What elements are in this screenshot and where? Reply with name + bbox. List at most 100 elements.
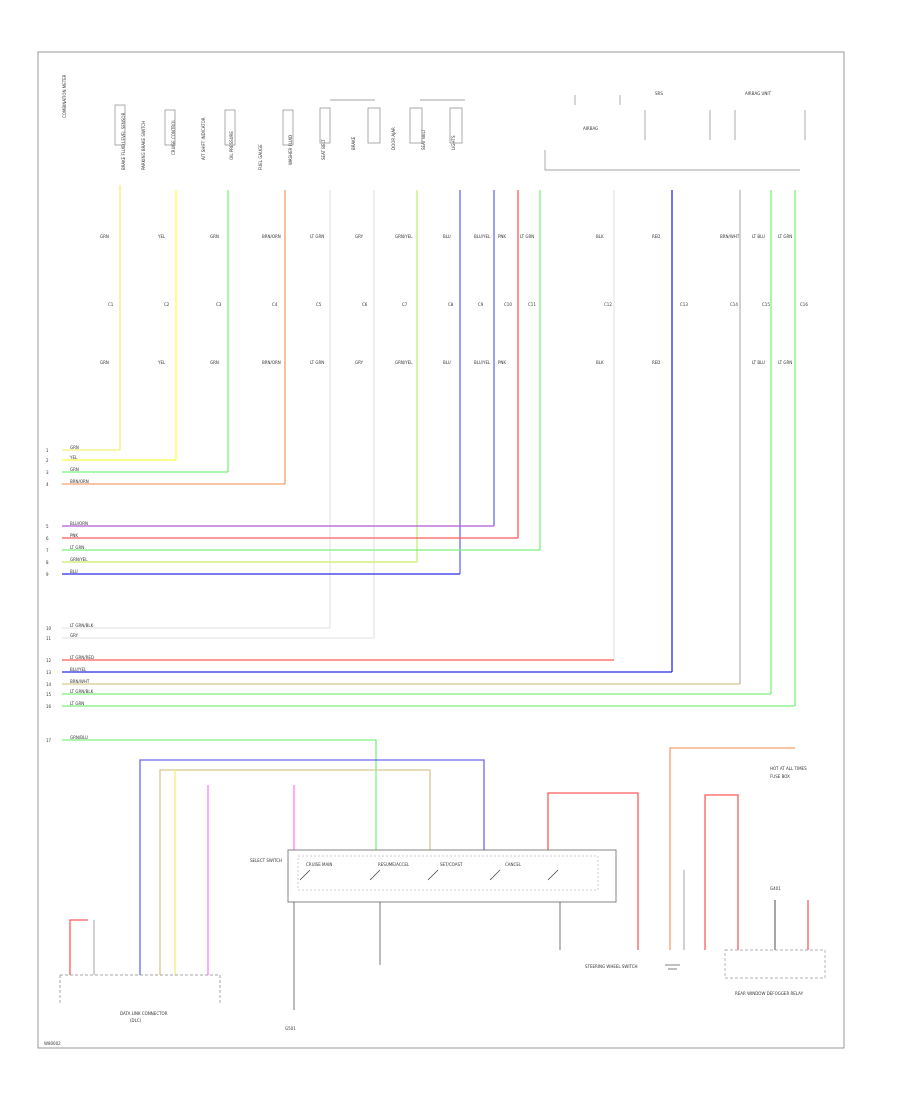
bus-text-3: GRN — [70, 467, 79, 472]
bus-pin-1: 1 — [46, 448, 49, 453]
horizontal-bus — [62, 449, 795, 707]
left-connector-sub: (DLC) — [130, 1018, 142, 1023]
top-label-14: AIRBAG — [583, 126, 598, 131]
top-connectors — [114, 95, 806, 171]
switch-contact-5 — [547, 869, 559, 881]
bus-text-7: LT GRN — [70, 545, 84, 550]
right-ground-symbol — [665, 964, 680, 970]
top-label-8: WASHER FLUID — [288, 135, 293, 165]
wire-label-r1-9: BLU/YEL — [474, 234, 491, 239]
wire-label-r1-15: LT BLU — [752, 234, 765, 239]
wire-label-r2-16: C16 — [800, 302, 808, 307]
switch-module: SELECT SWITCH CRUISE MAIN RESUME/ACCEL S… — [250, 849, 638, 1031]
switch-module-box — [287, 849, 617, 903]
switch-label-2: RESUME/ACCEL — [378, 862, 410, 867]
wire-label-r1-11: LT GRN — [520, 234, 534, 239]
connector-box-6 — [367, 107, 381, 144]
ground-label: G501 — [285, 1026, 296, 1031]
wire-label-r1-2: YEL — [157, 234, 166, 239]
bus-text-14: BRN/WHT — [70, 679, 90, 684]
bus-pin-17: 17 — [46, 738, 52, 743]
switch-contact-4 — [489, 869, 501, 881]
wire-label-r2-6: C6 — [362, 302, 368, 307]
wire-label-r3-4: BRN/ORN — [262, 360, 281, 365]
wire-low-orange — [669, 747, 795, 950]
wire-label-r3-13: RED — [652, 360, 660, 365]
bus-text-1: GRN — [70, 445, 79, 450]
diagram-frame — [37, 51, 845, 1049]
wire-label-r1-1: GRN — [100, 234, 109, 239]
wire-label-r2-9: C9 — [478, 302, 484, 307]
wire-label-r3-15: LT BLU — [752, 360, 765, 365]
bus-text-11: GRY — [70, 633, 79, 638]
top-label-7: FUEL GAUGE — [258, 144, 263, 170]
connector-box-3 — [224, 109, 236, 146]
bus-text-12: LT GRN/RED — [70, 655, 94, 660]
left-bottom-connector: DATA LINK CONNECTOR (DLC) W80002 — [44, 974, 221, 1046]
wire-label-r2-12: C12 — [604, 302, 612, 307]
connector-box-5 — [319, 107, 331, 144]
switch-module-inner — [297, 855, 599, 891]
bracket-top-2 — [544, 150, 800, 171]
bracket-top-3 — [574, 95, 621, 105]
bus-pin-7: 7 — [46, 548, 49, 553]
bus-pin-13: 13 — [46, 670, 52, 675]
bus-pin-15: 15 — [46, 692, 52, 697]
right-relay-box — [724, 949, 826, 979]
top-label-3: PARKING BRAKE SWITCH — [141, 121, 146, 170]
bus-pin-9: 9 — [46, 572, 49, 577]
connector-box-8 — [449, 107, 463, 144]
wire-low-tan — [159, 769, 431, 975]
bus-text-6: PNK — [70, 533, 78, 538]
bus-pin-14: 14 — [46, 682, 52, 687]
wire-label-r1-12: BLK — [596, 234, 604, 239]
wire-label-r3-6: GRY — [355, 360, 364, 365]
wire-label-r2-14: C14 — [730, 302, 738, 307]
center-bottom-note: STEERING WHEEL SWITCH — [585, 964, 638, 969]
bus-text-2: YEL — [69, 455, 78, 460]
connector-box-2 — [164, 109, 176, 146]
connector-box-7 — [409, 107, 423, 144]
wire-label-r2-4: C4 — [272, 302, 278, 307]
wire-label-r2-7: C7 — [402, 302, 408, 307]
right-relay-label: REAR WINDOW DEFOGGER RELAY — [735, 991, 804, 996]
lower-wires — [62, 739, 809, 975]
bus-text-4: BRN/ORN — [70, 479, 89, 484]
top-label-9: SEAT BELT — [321, 139, 326, 160]
wire-label-r3-5: LT GRN — [310, 360, 324, 365]
top-label-13: LIGHTS — [451, 135, 456, 150]
wire-label-r3-7: GRN/YEL — [395, 360, 413, 365]
wire-label-r1-10: PNK — [498, 234, 506, 239]
wire-label-r2-5: C5 — [316, 302, 322, 307]
top-component-labels: COMBINATION METER BRAKE FLUID LEVEL SENS… — [62, 74, 772, 170]
footer-code: W80002 — [44, 1041, 61, 1046]
top-label-12: SEAT BELT — [421, 129, 426, 150]
right-power-label: HOT AT ALL TIMES — [770, 766, 807, 771]
right-small-label: G401 — [770, 886, 781, 891]
bus-pin-11: 11 — [46, 636, 52, 641]
wire-label-r3-1: GRN — [100, 360, 109, 365]
wire-label-r1-14: BRN/WHT — [720, 234, 740, 239]
wire-label-r3-3: GRN — [210, 360, 219, 365]
bus-labels: 1 GRN 2 YEL 3 GRN 4 BRN/ORN 5 BLU/ORN 6 … — [46, 445, 94, 743]
wire-low-red — [547, 792, 639, 950]
left-connector-outline — [59, 974, 221, 1005]
wire-label-r2-2: C2 — [164, 302, 170, 307]
bus-pin-6: 6 — [46, 536, 49, 541]
switch-module-title: SELECT SWITCH — [250, 858, 282, 863]
connector-box-1 — [114, 104, 126, 146]
bus-text-5: BLU/ORN — [70, 521, 88, 526]
wire-label-r2-15: C15 — [762, 302, 770, 307]
bus-text-13: BLU/YEL — [70, 667, 87, 672]
wire-label-r1-16: LT GRN — [778, 234, 792, 239]
bus-pin-4: 4 — [46, 482, 49, 487]
switch-label-4: CANCEL — [505, 862, 522, 867]
wire-label-r1-13: RED — [652, 234, 660, 239]
bus-pin-12: 12 — [46, 658, 52, 663]
bus-text-15: LT GRN/BLK — [70, 689, 94, 694]
wire-label-r1-7: GRN/YEL — [395, 234, 413, 239]
wire-label-r3-8: BLU — [443, 360, 451, 365]
bus-pin-3: 3 — [46, 470, 49, 475]
wire-label-r2-8: C8 — [448, 302, 454, 307]
